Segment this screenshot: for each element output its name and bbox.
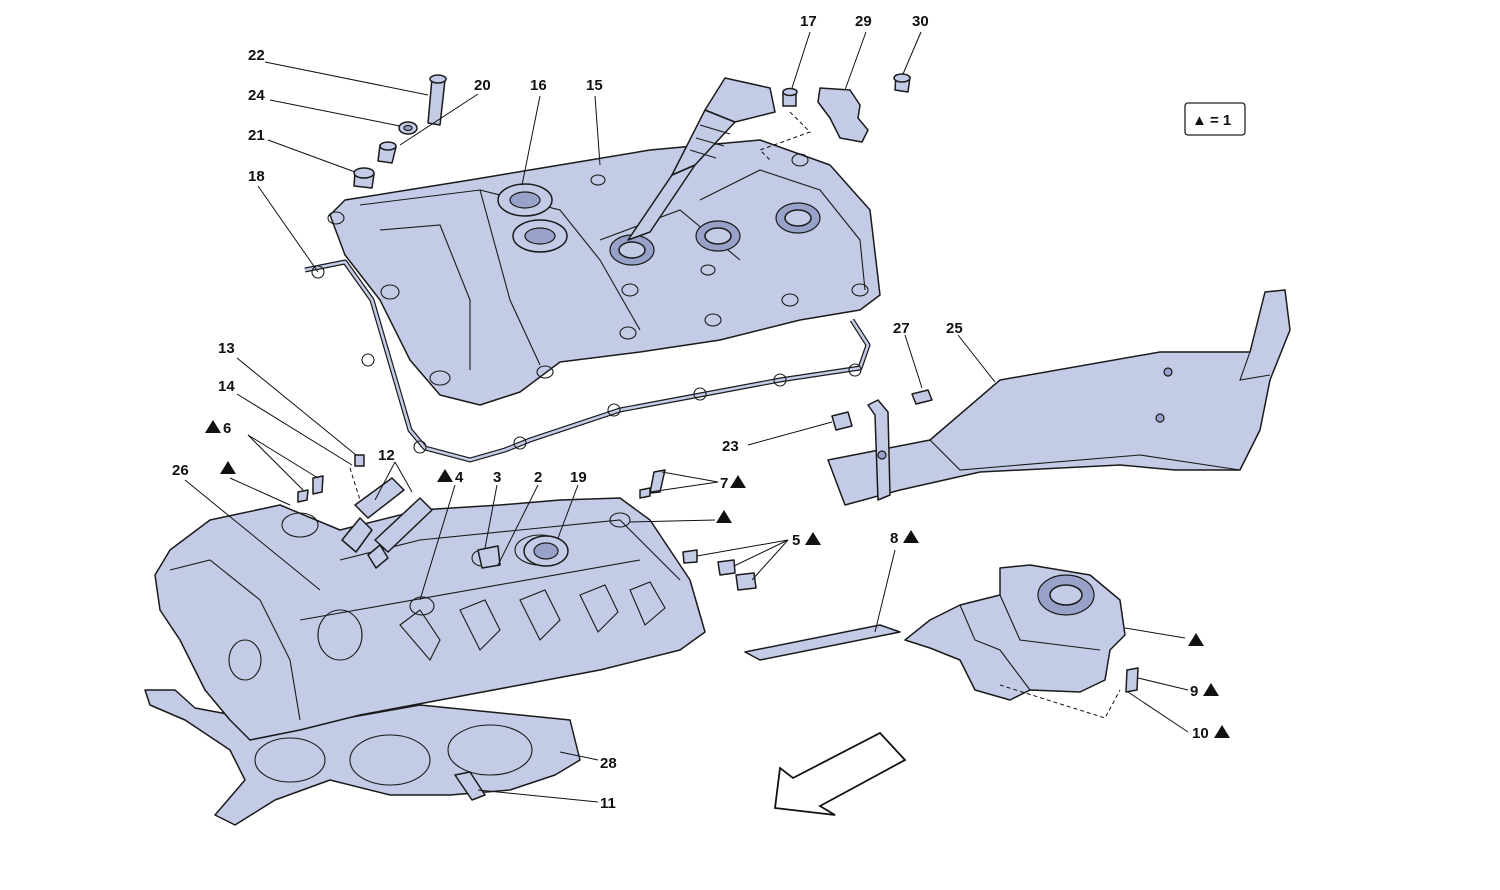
svg-text:10: 10 — [1192, 725, 1209, 742]
callout-23: 23 — [722, 438, 739, 455]
marker-triangle-icon — [805, 532, 821, 545]
callout-20: 20 — [474, 77, 491, 94]
legend-box — [1184, 102, 1246, 136]
callout-10: 10 — [1192, 725, 1230, 742]
small-fasteners — [297, 454, 757, 591]
callout-26: 26 — [172, 462, 189, 479]
marker-triangle-icon — [730, 475, 746, 488]
callout-21: 21 — [248, 127, 265, 144]
callout-14: 14 — [218, 378, 235, 395]
bolt-27 — [911, 389, 933, 405]
cover-fasteners — [353, 74, 447, 189]
callout-27: 27 — [893, 320, 910, 337]
marker-triangle-icon — [437, 469, 453, 482]
ignition-coil — [627, 77, 776, 241]
svg-text:4: 4 — [455, 469, 464, 486]
callout-15: 15 — [586, 77, 603, 94]
marker-triangle-icon — [1203, 683, 1219, 696]
callout-2: 2 — [534, 469, 542, 486]
callout-6: 6 — [205, 420, 231, 437]
leader-lines — [184, 31, 1189, 803]
callout-19: 19 — [570, 469, 587, 486]
bolt-9 — [1125, 667, 1139, 693]
callout-5: 5 — [792, 532, 821, 549]
bolt-22 — [427, 77, 446, 126]
svg-text:7: 7 — [720, 475, 728, 492]
callout-24: 24 — [248, 87, 265, 104]
callout-marker-only-2 — [716, 510, 732, 523]
plug-3 — [477, 545, 501, 569]
callout-3: 3 — [493, 469, 501, 486]
marker-triangle-icon — [903, 530, 919, 543]
cam-sensor-group — [759, 73, 911, 161]
svg-text:8: 8 — [890, 530, 898, 547]
callout-18: 18 — [248, 168, 265, 185]
cylinder-head — [154, 477, 706, 801]
svg-text:9: 9 — [1190, 683, 1198, 700]
camshaft-seals — [497, 183, 568, 253]
rod-8 — [744, 624, 901, 661]
callout-marker-only-1 — [220, 461, 236, 474]
valve-cover-gasket — [304, 259, 871, 463]
legend-text: = 1 — [1210, 112, 1231, 129]
callout-22: 22 — [248, 47, 265, 64]
callout-17: 17 — [800, 13, 817, 30]
callout-7: 7 — [720, 475, 746, 492]
callout-8: 8 — [890, 530, 919, 547]
valve-cover — [327, 139, 881, 406]
solenoids-12 — [341, 477, 433, 569]
marker-triangle-icon — [1214, 725, 1230, 738]
legend: ▲ = 1 — [1184, 102, 1246, 136]
callout-9: 9 — [1190, 683, 1219, 700]
heat-shield-25 — [827, 289, 1291, 506]
stud-23 — [831, 411, 853, 431]
callout-marker-only-3 — [1188, 633, 1204, 646]
dowel-11 — [454, 771, 486, 801]
callout-4: 4 — [437, 469, 464, 486]
bracket-pin — [831, 389, 933, 501]
pump-housing — [744, 564, 1139, 719]
callout-25: 25 — [946, 320, 963, 337]
sensor-29 — [817, 87, 869, 143]
svg-text:5: 5 — [792, 532, 800, 549]
callout-16: 16 — [530, 77, 547, 94]
front-direction-arrow — [773, 731, 907, 816]
callout-13: 13 — [218, 340, 235, 357]
legend-symbol: ▲ — [1192, 112, 1207, 129]
callout-labels: 22 24 20 21 16 15 18 17 29 30 27 25 23 1… — [172, 13, 1230, 812]
callout-28: 28 — [600, 755, 617, 772]
marker-triangle-icon — [205, 420, 221, 433]
callout-30: 30 — [912, 13, 929, 30]
callout-29: 29 — [855, 13, 872, 30]
callout-12: 12 — [378, 447, 395, 464]
svg-text:6: 6 — [223, 420, 231, 437]
callout-11: 11 — [600, 795, 616, 812]
